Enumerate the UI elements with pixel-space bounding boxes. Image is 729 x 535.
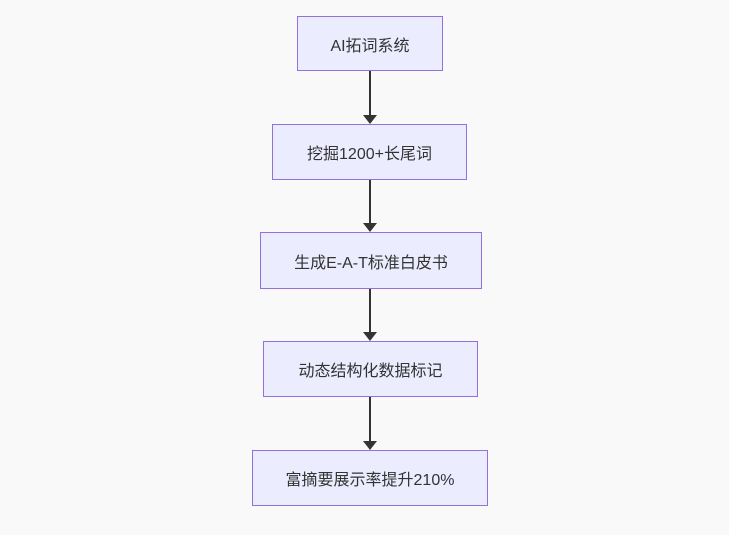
arrow-line (369, 397, 371, 441)
flow-node-eat-whitepaper: 生成E-A-T标准白皮书 (260, 232, 482, 289)
flow-connector-2 (363, 180, 377, 232)
flow-connector-4 (363, 397, 377, 450)
arrow-down-icon (363, 332, 377, 341)
flow-node-label: 动态结构化数据标记 (298, 363, 443, 380)
arrow-line (369, 71, 371, 115)
arrow-down-icon (363, 223, 377, 232)
arrow-line (369, 180, 371, 223)
flow-node-longtail-mining: 挖掘1200+长尾词 (272, 124, 467, 180)
flow-node-label: 挖掘1200+长尾词 (307, 146, 432, 163)
arrow-down-icon (363, 441, 377, 450)
flow-node-label: 富摘要展示率提升210% (285, 472, 455, 489)
arrow-line (369, 289, 371, 332)
flow-connector-1 (363, 71, 377, 124)
flow-node-label: 生成E-A-T标准白皮书 (294, 254, 448, 272)
arrow-down-icon (363, 115, 377, 124)
flow-node-rich-snippet-result: 富摘要展示率提升210% (252, 450, 488, 506)
flow-node-structured-data-markup: 动态结构化数据标记 (263, 341, 478, 397)
flow-node-ai-keyword-system: AI拓词系统 (297, 16, 443, 71)
flow-node-label: AI拓词系统 (330, 37, 410, 55)
flow-connector-3 (363, 289, 377, 341)
